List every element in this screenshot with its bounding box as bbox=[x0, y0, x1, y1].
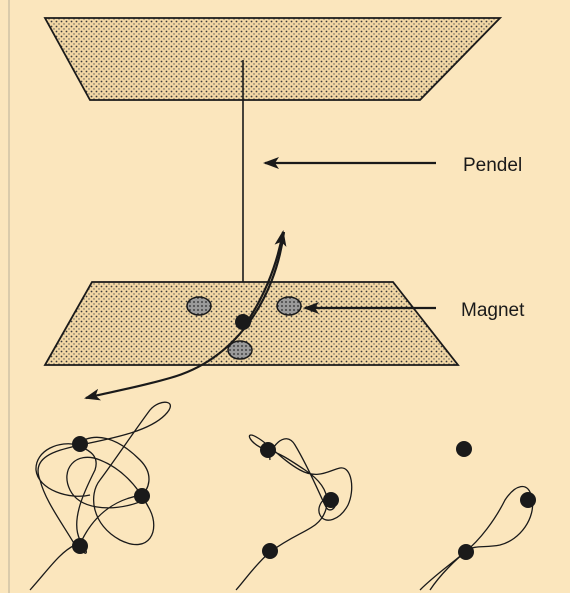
rest-point-middle-top bbox=[260, 442, 276, 458]
rest-point-right-right bbox=[520, 492, 536, 508]
pendel-label: Pendel bbox=[463, 155, 522, 176]
magnet-label: Magnet bbox=[461, 300, 525, 321]
pendulum-bob bbox=[235, 314, 251, 330]
rest-point-left-top bbox=[72, 436, 88, 452]
rest-point-middle-bottom bbox=[262, 543, 278, 559]
rest-point-left-right bbox=[134, 488, 150, 504]
top-plate bbox=[43, 17, 503, 101]
swing-path-arrow bbox=[84, 231, 286, 401]
magnet-right bbox=[276, 296, 302, 316]
rest-point-middle-right bbox=[323, 492, 339, 508]
swing-path-arrow-up bbox=[244, 230, 287, 326]
rest-point-right-top bbox=[456, 441, 472, 457]
magnet-plate bbox=[43, 281, 460, 366]
rest-point-right-bottom bbox=[458, 544, 474, 560]
magnet-front bbox=[227, 340, 253, 360]
magnet-left bbox=[186, 296, 212, 316]
trajectory-left-loop bbox=[74, 436, 150, 496]
rest-point-left-bottom bbox=[72, 538, 88, 554]
trajectory-middle bbox=[235, 434, 353, 591]
